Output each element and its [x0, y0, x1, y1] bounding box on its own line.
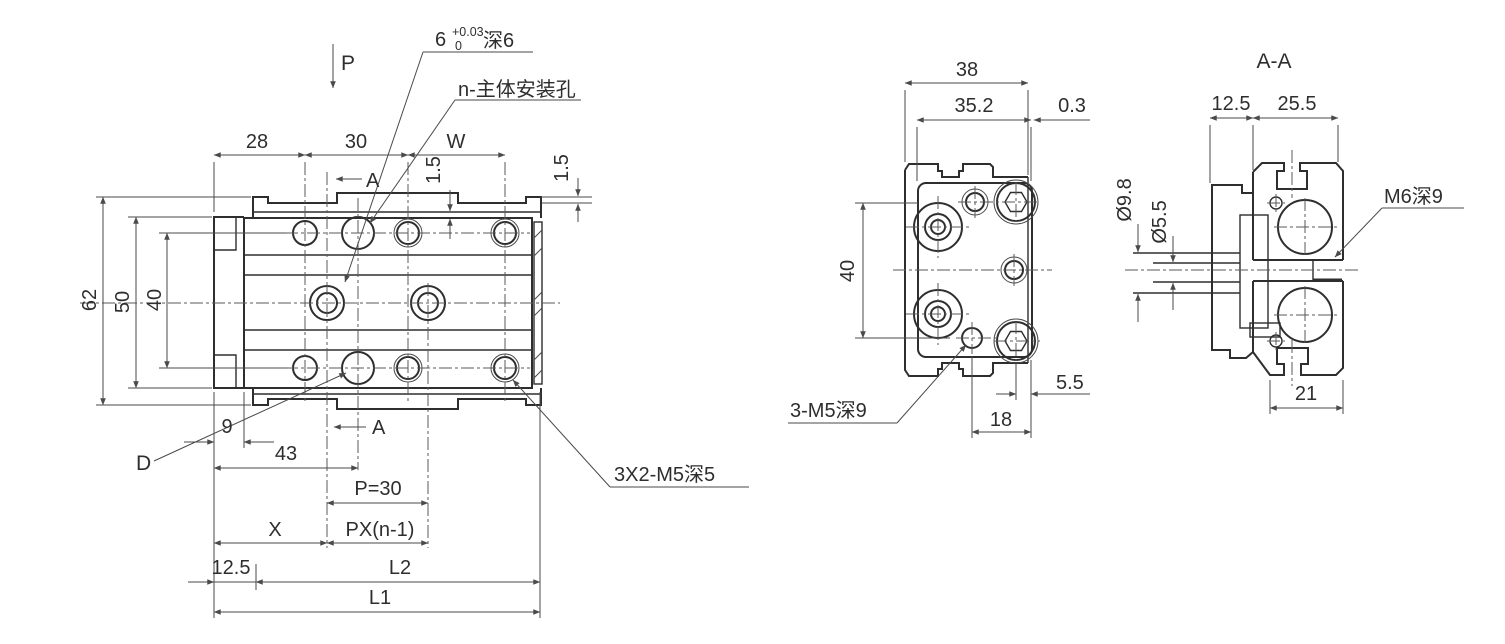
dim-25-5: 25.5 — [1278, 93, 1317, 115]
front-view-outline — [213, 192, 543, 410]
front-view-dimensions — [96, 152, 592, 618]
dim-30: 30 — [345, 131, 367, 153]
dim-35-2: 35.2 — [955, 95, 994, 117]
dim-43: 43 — [275, 443, 297, 465]
dim-0-3: 0.3 — [1058, 95, 1086, 117]
dim-62: 62 — [79, 289, 101, 311]
dim-dia-5-5: Ø5.5 — [1149, 200, 1171, 243]
dim-dia-9-8: Ø9.8 — [1114, 178, 1136, 221]
hatch-ticks — [533, 229, 543, 379]
pressure-label: P — [341, 52, 355, 75]
dim-px: PX(n-1) — [346, 519, 415, 541]
slot-callout-suffix: 深6 — [483, 29, 514, 52]
section-title: A-A — [1256, 50, 1291, 73]
section-view-labels: A-A 12.5 25.5 Ø9.8 Ø5.5 M6深9 21 — [1114, 50, 1443, 405]
dim-gap-mid: 1.5 — [423, 156, 445, 184]
section-view-outline — [1133, 162, 1344, 376]
section-label-bottom: A — [372, 417, 386, 439]
front-view-labels: P 6 +0.03 0 深6 n-主体安装孔 28 30 W A 1.5 1.5… — [79, 25, 715, 609]
side-view-centerlines — [893, 182, 1052, 361]
dim-18: 18 — [990, 409, 1012, 431]
dim-w: W — [447, 131, 466, 153]
front-view-centerlines — [80, 162, 560, 548]
thread-callout-front: 3X2-M5深5 — [614, 463, 715, 486]
side-view-labels: 38 35.2 0.3 40 3-M5深9 5.5 18 — [790, 59, 1086, 431]
dim-38: 38 — [956, 59, 978, 81]
slot-callout-tol-lower: 0 — [455, 39, 462, 53]
dim-50: 50 — [112, 291, 134, 313]
dim-gap-right: 1.5 — [551, 154, 573, 182]
thread-callout-side: 3-M5深9 — [790, 399, 867, 422]
dim-12-5-section: 12.5 — [1212, 93, 1251, 115]
dim-40: 40 — [144, 289, 166, 311]
slot-callout-tol-upper: +0.03 — [452, 25, 484, 39]
dim-9: 9 — [221, 416, 232, 438]
dim-21: 21 — [1295, 383, 1317, 405]
hole-label-d: D — [136, 452, 151, 475]
front-view-callouts — [153, 44, 749, 488]
dim-pitch: P=30 — [354, 478, 401, 500]
section-view-centerlines — [1125, 150, 1358, 386]
section-label-top: A — [366, 170, 380, 192]
dim-12-5: 12.5 — [212, 557, 251, 579]
slot-callout-base: 6 — [435, 29, 446, 51]
dim-5-5: 5.5 — [1056, 372, 1084, 394]
dim-l2: L2 — [389, 557, 411, 579]
dim-x: X — [268, 519, 281, 541]
dim-l1: L1 — [369, 587, 391, 609]
dim-40-side: 40 — [837, 260, 859, 282]
section-view-dimensions — [1135, 115, 1464, 414]
side-view-dimensions — [788, 80, 1090, 438]
dim-28: 28 — [246, 131, 268, 153]
mounting-hole-callout: n-主体安装孔 — [458, 78, 576, 101]
thread-callout-section: M6深9 — [1384, 185, 1443, 208]
